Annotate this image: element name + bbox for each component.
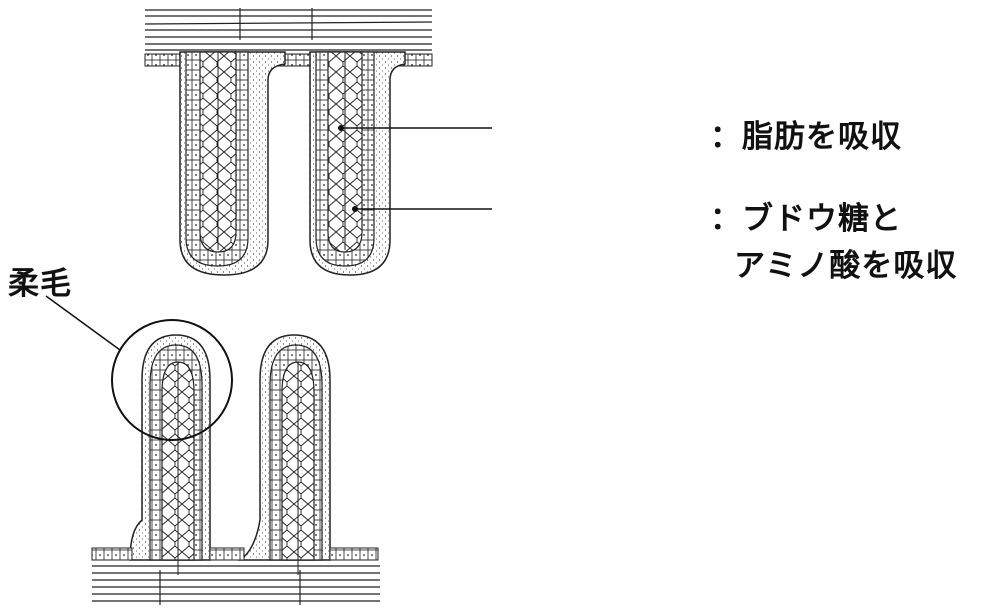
bottom-villi-section [45, 295, 380, 605]
label-fat-absorption: ：脂肪を吸収 [710, 119, 902, 155]
villus-bottom-right [237, 334, 331, 575]
villus-highlight-circle [111, 319, 233, 441]
top-villi-section [144, 8, 492, 276]
label-sugar-absorption-line2: アミノ酸を吸収 [734, 248, 958, 284]
villus-top-right [309, 51, 406, 276]
label-villus: 柔毛 [8, 266, 72, 302]
leader-line-villus [45, 295, 121, 351]
villus-bottom-left [129, 334, 211, 575]
top-muscle-layer [144, 8, 433, 51]
label-sugar-absorption-line1: ：ブドウ糖と [710, 201, 902, 237]
villus-top-left [179, 51, 286, 276]
bottom-muscle-layer [92, 565, 380, 605]
